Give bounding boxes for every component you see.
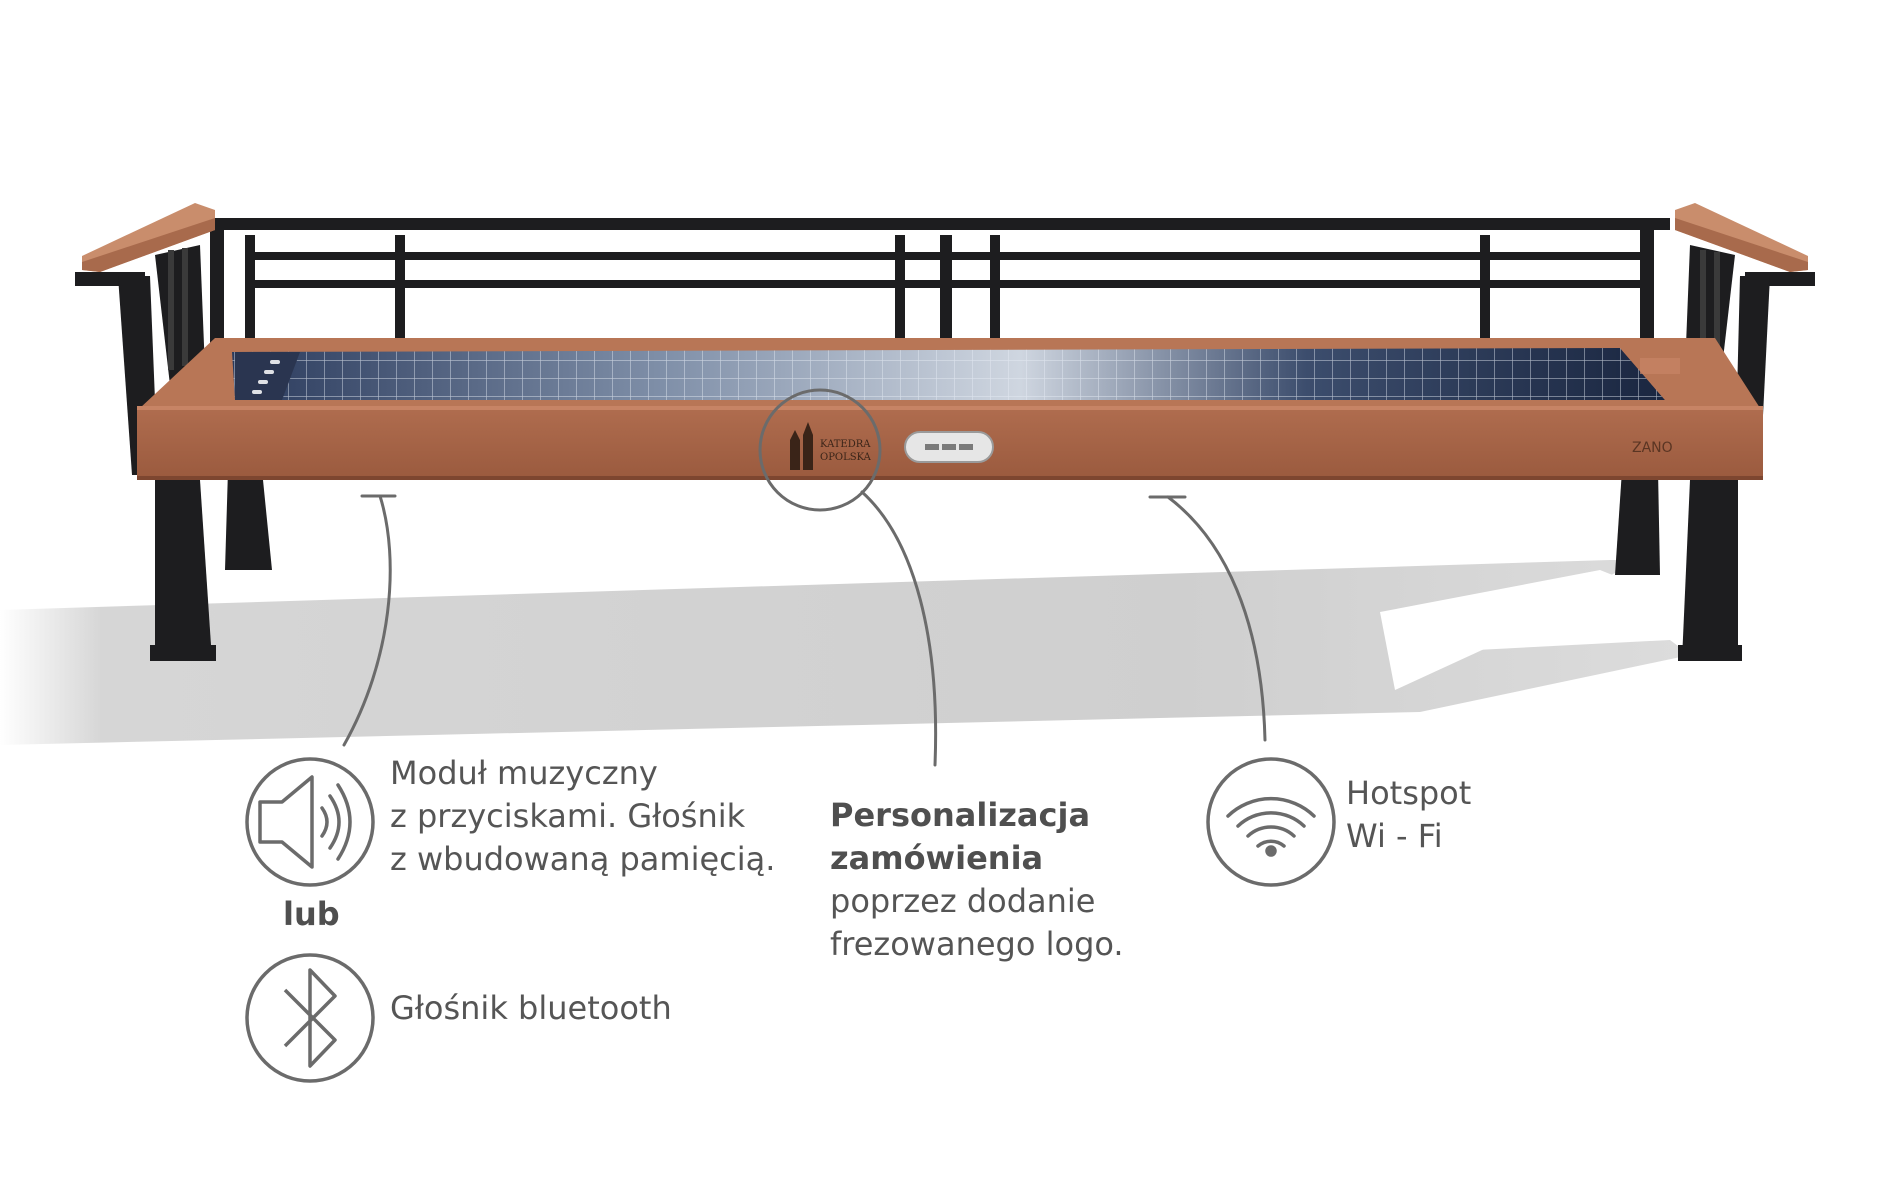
wifi-line2: Wi - Fi (1346, 817, 1443, 855)
personalization-line2: zamówienia (830, 839, 1044, 877)
engraved-logo: KATEDRA OPOLSKA (790, 422, 872, 470)
personalization-line4: frezowanego logo. (830, 925, 1124, 963)
bench-shadow (0, 560, 1690, 745)
personalization-line3: poprzez dodanie (830, 882, 1096, 920)
wifi-description: Hotspot Wi - Fi (1346, 772, 1471, 858)
engraving-line2: OPOLSKA (820, 452, 872, 463)
callout-lines (342, 388, 1267, 767)
control-buttons (252, 360, 280, 394)
left-armrest (75, 203, 215, 475)
personalization-marker (758, 388, 882, 512)
or-label: lub (283, 895, 340, 933)
engraving-line1: KATEDRA (820, 439, 871, 450)
wifi-line1: Hotspot (1346, 774, 1472, 812)
music-module-description: Moduł muzyczny z przyciskami. Głośnik z … (390, 752, 775, 881)
bench-seat: KATEDRA OPOLSKA ZANO (137, 338, 1763, 480)
bluetooth-description: Głośnik bluetooth (390, 989, 672, 1027)
backrest (210, 218, 1670, 348)
music-line3: z wbudowaną pamięcią. (390, 840, 776, 878)
usb-charging-plate (904, 431, 994, 463)
bluetooth-icon (245, 953, 375, 1083)
music-line1: Moduł muzyczny (390, 754, 658, 792)
personalization-description: Personalizacja zamówienia poprzez dodani… (830, 794, 1124, 966)
speaker-icon (245, 757, 375, 887)
brand-logo: ZANO (1632, 440, 1673, 456)
personalization-line1: Personalizacja (830, 796, 1091, 834)
bench-legs (150, 470, 1742, 661)
wifi-icon (1206, 757, 1336, 887)
music-line2: z przyciskami. Głośnik (390, 797, 746, 835)
